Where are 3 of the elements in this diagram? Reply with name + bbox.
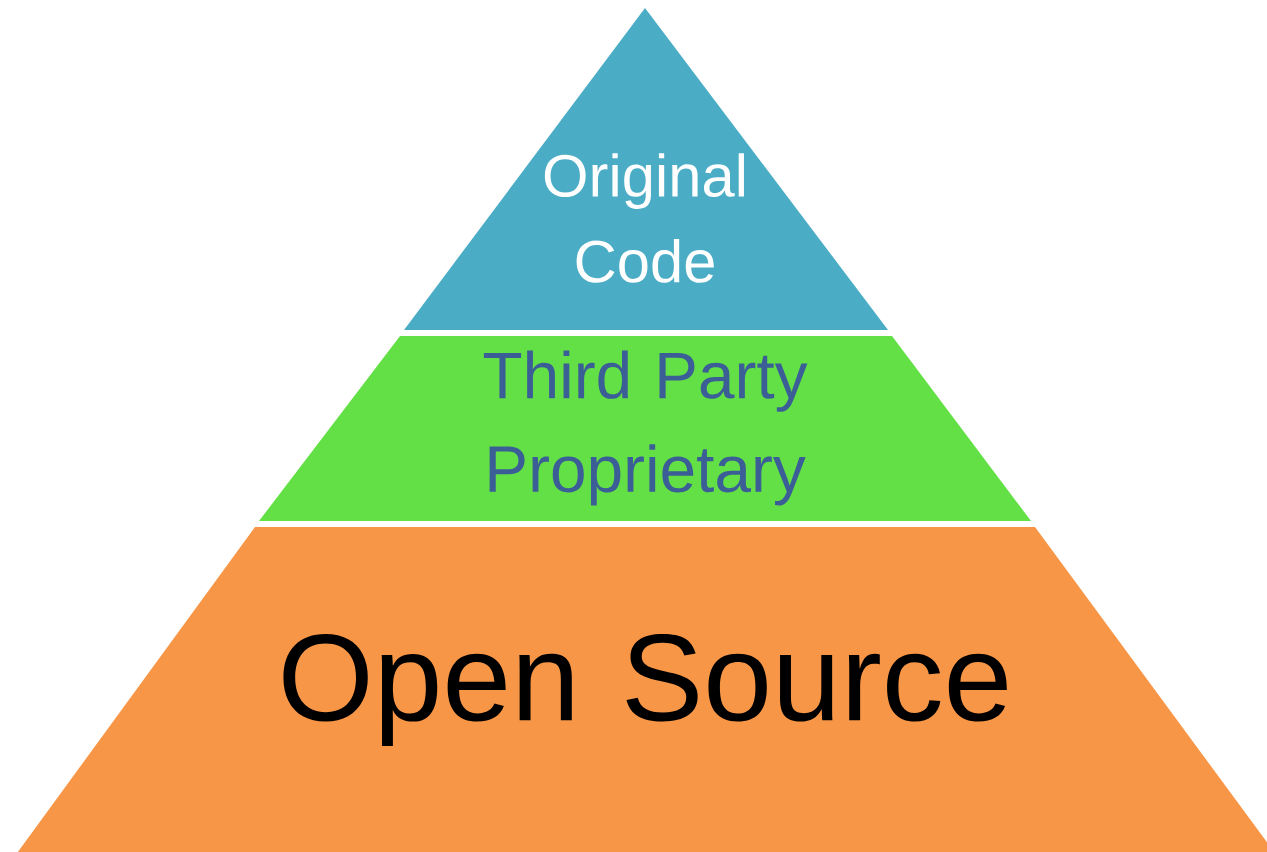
pyramid-tier: Third Party Proprietary (259, 336, 1031, 521)
pyramid-tier: Original Code (404, 8, 888, 330)
pyramid-tier: Open Source (12, 527, 1267, 852)
